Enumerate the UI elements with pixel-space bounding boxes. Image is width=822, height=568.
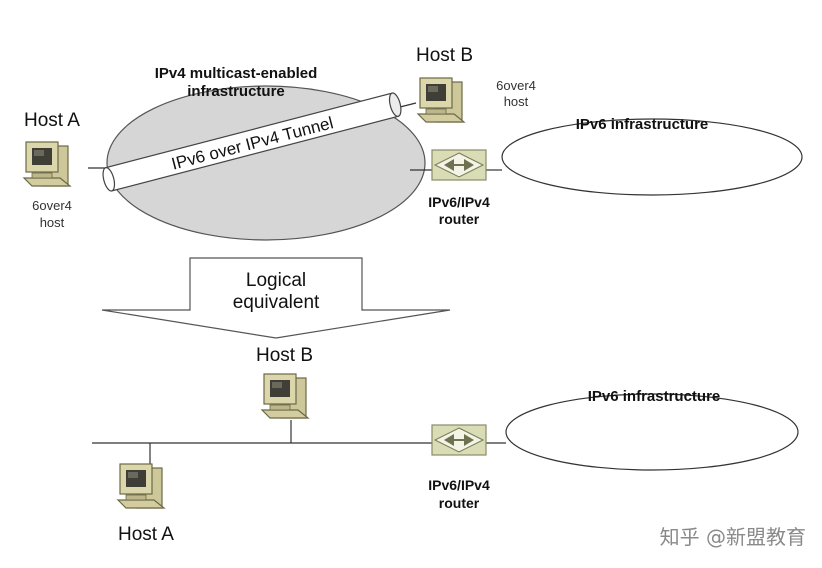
router-icon-top xyxy=(431,149,487,181)
host-b-computer-icon-top xyxy=(417,77,465,123)
arrow-label-line2: equivalent xyxy=(233,292,320,313)
multicast-infra-label-line1: IPv4 multicast-enabled xyxy=(155,65,318,82)
router-label-bottom-line1: IPv6/IPv4 xyxy=(428,477,490,493)
router-label-top-line1: IPv6/IPv4 xyxy=(428,194,490,210)
router-icon-bottom xyxy=(431,424,487,456)
ipv6-infra-label-top: IPv6 infrastructure xyxy=(576,116,709,133)
host-a-type-line1: 6over4 xyxy=(32,198,72,213)
arrow-label-line1: Logical xyxy=(246,270,306,291)
host-a-computer-icon-bottom xyxy=(117,463,165,509)
router-label-top-line2: router xyxy=(439,211,480,227)
host-a-label-bottom: Host A xyxy=(118,524,174,545)
host-a-computer-icon-top xyxy=(23,141,71,187)
host-b-link-top xyxy=(399,102,417,108)
host-b-type-line2: host xyxy=(504,94,529,109)
ipv6-infrastructure-ellipse-top xyxy=(501,118,803,196)
host-b-label-bottom: Host B xyxy=(256,345,313,366)
router-label-bottom-line2: router xyxy=(439,495,480,511)
logical-equivalent-arrow xyxy=(101,257,451,339)
host-b-type-line1: 6over4 xyxy=(496,78,536,93)
multicast-infra-label-line2: infrastructure xyxy=(187,83,285,100)
ipv6-infrastructure-ellipse-bottom xyxy=(505,393,799,471)
host-a-type-line2: host xyxy=(40,215,65,230)
host-a-label-top: Host A xyxy=(24,110,80,131)
ipv6-infra-label-bottom: IPv6 infrastructure xyxy=(588,388,721,405)
host-b-computer-icon-bottom xyxy=(261,373,309,419)
watermark-text: 知乎 @新盟教育 xyxy=(660,525,806,549)
host-b-label-top: Host B xyxy=(416,45,473,66)
